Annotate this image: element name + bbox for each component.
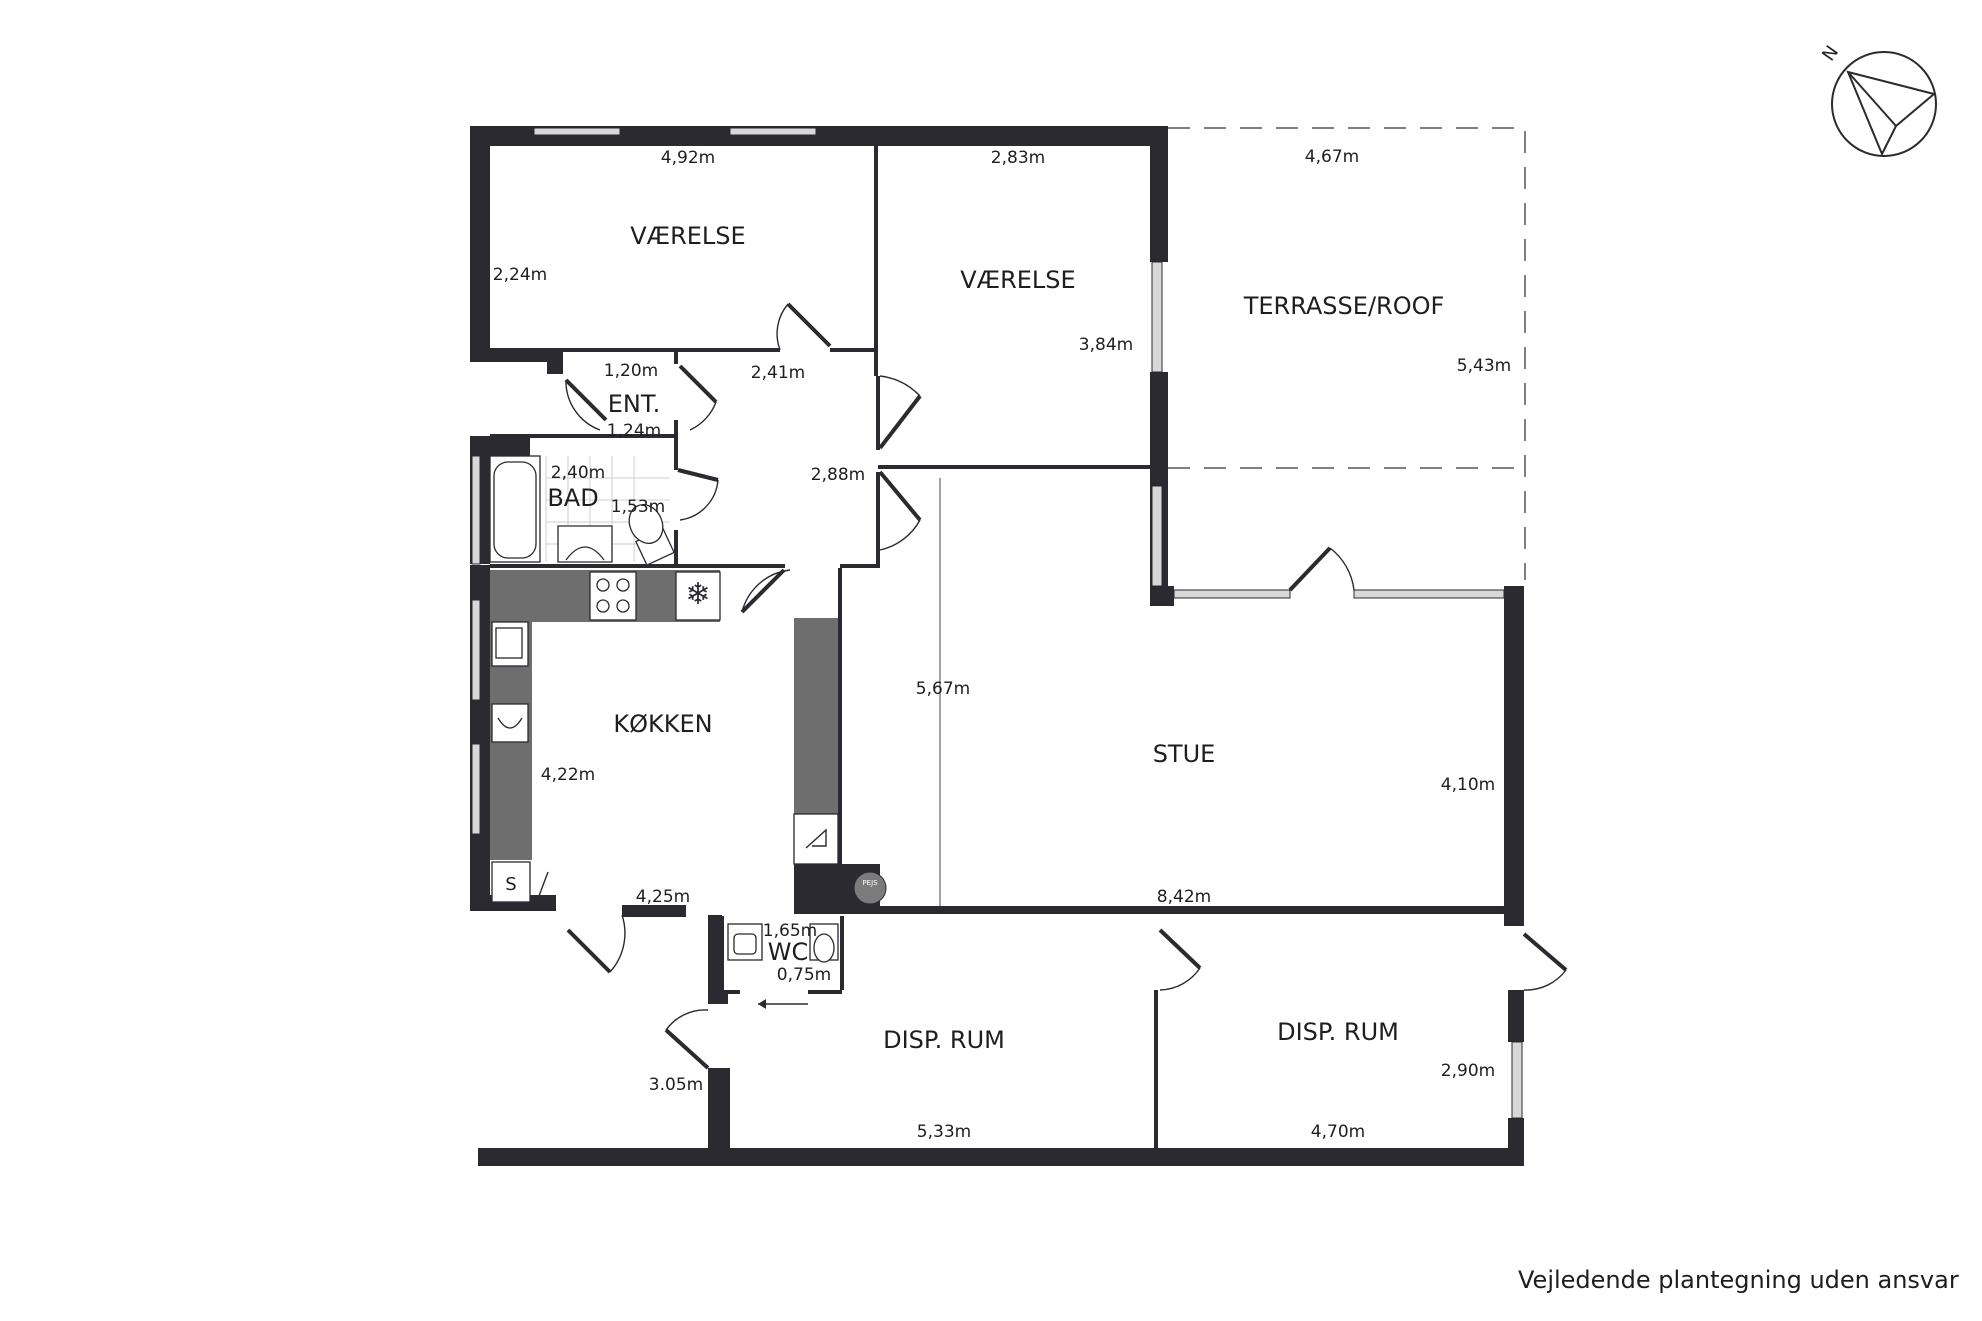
dim-v2-depth: 3,84m <box>1079 335 1133 355</box>
dim-terrasse-depth: 5,43m <box>1457 356 1511 376</box>
dim-hall-depth: 2,88m <box>811 465 865 485</box>
dimension-labels: 4,92m 2,24m 2,83m 3,84m 4,67m 5,43m 1,20… <box>493 147 1511 1142</box>
dim-disp2-width: 4,70m <box>1311 1122 1365 1142</box>
dim-stue-width: 8,42m <box>1157 887 1211 907</box>
dim-entre-width: 1,20m <box>604 361 658 381</box>
wc-fixtures <box>727 923 839 1009</box>
room-label-bad: BAD <box>547 484 598 512</box>
room-label-disp-1: DISP. RUM <box>883 1026 1005 1054</box>
room-label-stue: STUE <box>1153 740 1216 768</box>
chimney: PEJS <box>794 864 887 914</box>
dim-stue-depth-left: 5,67m <box>916 679 970 699</box>
terrace-outline <box>1168 127 1526 580</box>
dim-v1-depth: 2,24m <box>493 265 547 285</box>
dim-wc-width: 1,65m <box>763 921 817 941</box>
kitchen-sink-icon <box>491 621 529 667</box>
room-label-koekken: KØKKEN <box>613 710 712 738</box>
room-label-disp-2: DISP. RUM <box>1277 1018 1399 1046</box>
dim-koekken-depth: 4,22m <box>541 765 595 785</box>
stove-icon <box>589 571 637 621</box>
dim-hall-width: 2,41m <box>751 363 805 383</box>
dim-disp2-depth: 2,90m <box>1441 1061 1495 1081</box>
fireplace-icon <box>853 871 887 905</box>
dim-disp1-depth: 3.05m <box>649 1075 703 1095</box>
compass-north-label: N <box>1818 42 1843 65</box>
dim-terrasse-width: 4,67m <box>1305 147 1359 167</box>
interior-walls <box>490 146 1524 1150</box>
washing-basin-icon <box>491 703 529 743</box>
dim-v1-width: 4,92m <box>661 148 715 168</box>
dim-koekken-width: 4,25m <box>636 887 690 907</box>
room-label-entre: ENT. <box>608 390 661 418</box>
bath-toilet-icon <box>628 504 675 566</box>
pejs-label: PEJS <box>862 879 878 887</box>
compass-icon: N <box>1818 42 1937 157</box>
kitchen-counters: ❄ S <box>490 570 839 903</box>
windows <box>471 127 1523 1119</box>
kitchen-s-label: S <box>505 874 516 895</box>
doors <box>535 302 1568 1070</box>
bathroom-fixtures <box>489 455 675 566</box>
dim-disp1-width: 5,33m <box>917 1122 971 1142</box>
disclaimer-text: Vejledende plantegning uden ansvar <box>1518 1266 1959 1294</box>
dim-wc-depth: 0,75m <box>777 965 831 985</box>
room-label-vaerelse-2: VÆRELSE <box>960 266 1075 294</box>
room-labels: VÆRELSE VÆRELSE TERRASSE/ROOF ENT. BAD K… <box>547 222 1444 1054</box>
snowflake-icon: ❄ <box>685 577 710 612</box>
room-label-vaerelse-1: VÆRELSE <box>630 222 745 250</box>
dim-stue-depth-right: 4,10m <box>1441 775 1495 795</box>
dim-entre-depth: 1,24m <box>607 421 661 441</box>
room-label-terrasse: TERRASSE/ROOF <box>1243 292 1445 320</box>
dim-bad-width: 2,40m <box>551 463 605 483</box>
room-label-wc: WC <box>768 938 809 966</box>
dim-bad-depth: 1,53m <box>611 497 665 517</box>
dim-v2-width: 2,83m <box>991 148 1045 168</box>
